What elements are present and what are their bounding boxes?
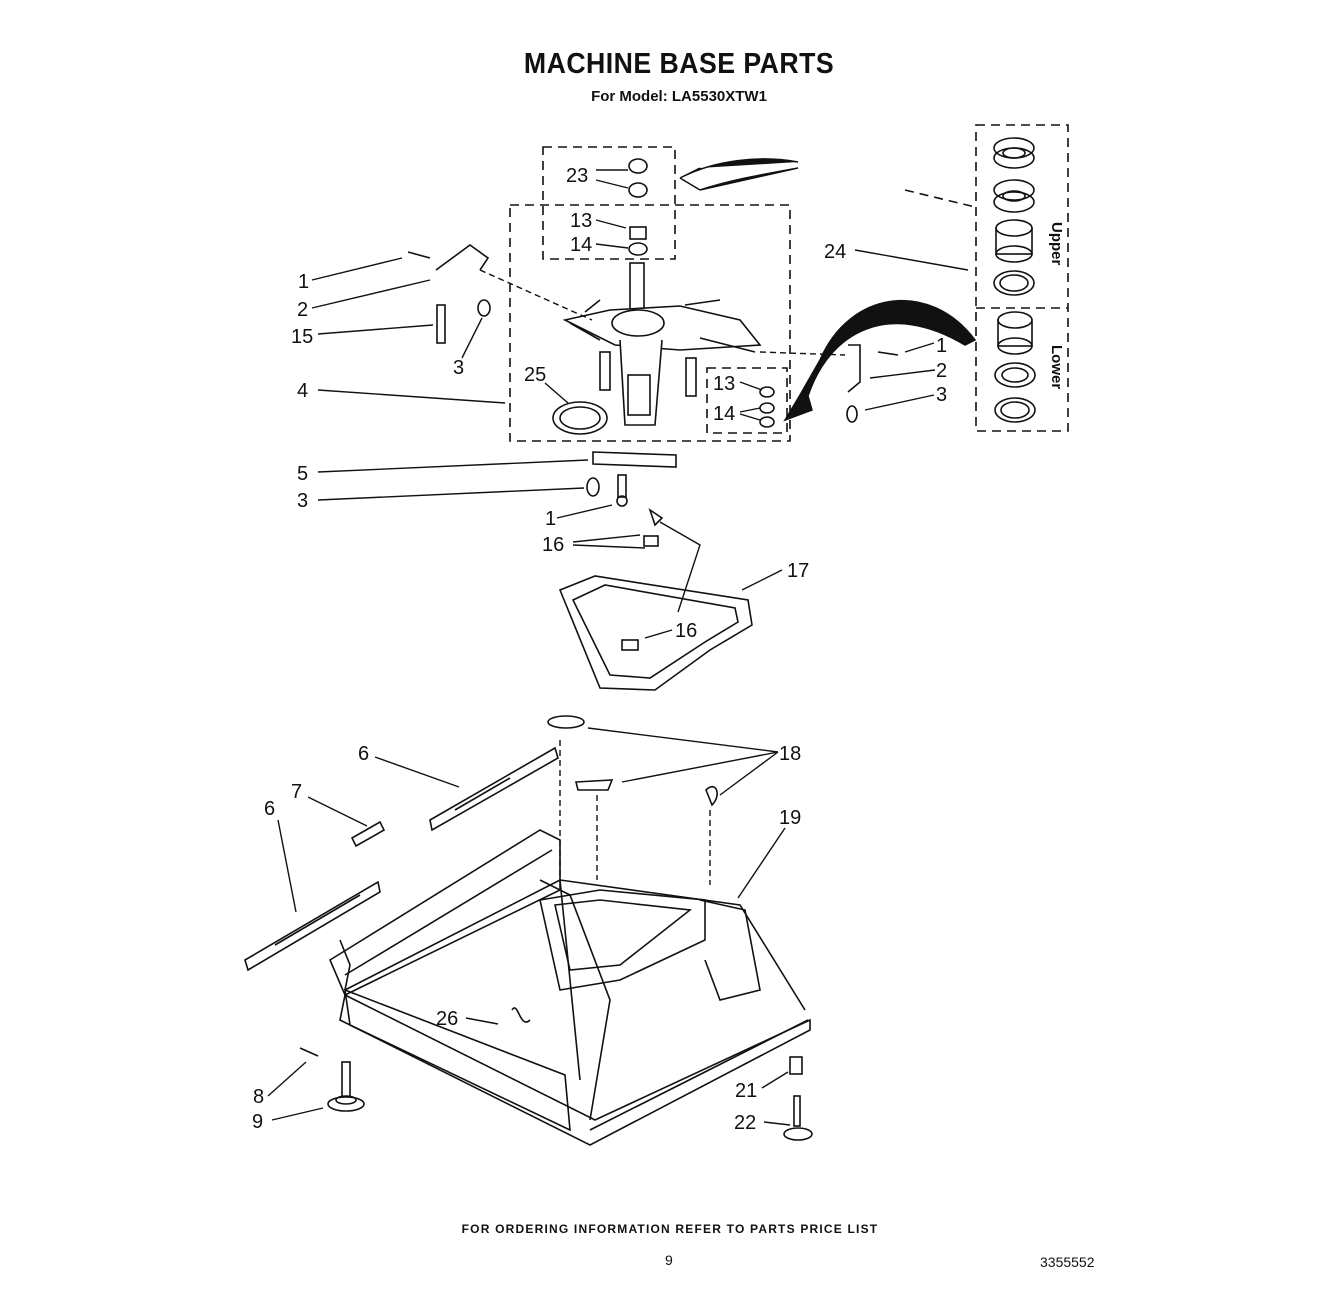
callout-1-right: 1 — [936, 335, 947, 357]
callout-16-lower: 16 — [675, 620, 697, 642]
callout-13-top: 13 — [570, 210, 592, 232]
callout-24: 24 — [824, 241, 846, 263]
upper-kit-arrow — [679, 158, 799, 191]
callout-6-upper: 6 — [358, 743, 369, 765]
callout-15: 15 — [291, 326, 313, 348]
base-rails — [244, 746, 559, 972]
callout-3-mid: 3 — [297, 490, 308, 512]
ordering-footer: FOR ORDERING INFORMATION REFER TO PARTS … — [461, 1222, 879, 1236]
upper-kit-label: Upper — [1048, 222, 1065, 266]
right-bracket-hardware — [759, 344, 899, 423]
callout-25: 25 — [524, 364, 546, 386]
strap-bracket — [586, 451, 677, 507]
upper-bearing-rings — [993, 137, 1035, 296]
callout-16-top: 16 — [542, 534, 564, 556]
callout-2-right: 2 — [936, 360, 947, 382]
callout-1-left: 1 — [298, 271, 309, 293]
callout-8: 8 — [253, 1086, 264, 1108]
left-bracket-hardware — [407, 244, 593, 344]
callout-9: 9 — [252, 1111, 263, 1133]
callout-22: 22 — [734, 1112, 756, 1134]
callout-7: 7 — [291, 781, 302, 803]
callout-13-lower: 13 — [713, 373, 735, 395]
bearing-kit-box-lower — [706, 367, 788, 434]
lower-kit-label: Lower — [1048, 345, 1065, 389]
callout-26: 26 — [436, 1008, 458, 1030]
transmission-assembly — [552, 158, 775, 435]
callout-2-left: 2 — [297, 299, 308, 321]
kit-leader — [904, 189, 976, 208]
callout-3-right: 3 — [936, 384, 947, 406]
page-number: 9 — [665, 1252, 673, 1268]
callout-17: 17 — [787, 560, 809, 582]
callout-23: 23 — [566, 165, 588, 187]
document-number: 3355552 — [1040, 1254, 1095, 1270]
callout-3-left: 3 — [453, 357, 464, 379]
transmission-box — [509, 204, 791, 442]
callout-1-mid: 1 — [545, 508, 556, 530]
callout-21: 21 — [735, 1080, 757, 1102]
callout-leaders — [267, 169, 969, 1126]
callout-6-lower: 6 — [264, 798, 275, 820]
callout-5: 5 — [297, 463, 308, 485]
model-subtitle: For Model: LA5530XTW1 — [591, 88, 767, 105]
callout-4: 4 — [297, 380, 308, 402]
machine-base-frame — [328, 740, 811, 1146]
lower-bearing-rings — [994, 311, 1036, 423]
callout-14-top: 14 — [570, 234, 592, 256]
bearing-kit-legend-box — [975, 124, 1069, 432]
page-title: MACHINE BASE PARTS — [523, 48, 835, 80]
callout-18: 18 — [779, 743, 801, 765]
small-base-parts — [299, 715, 813, 1141]
callout-14-lower: 14 — [713, 403, 735, 425]
pump-mounting-frame — [558, 508, 753, 691]
callout-19: 19 — [779, 807, 801, 829]
lower-kit-arrow — [783, 299, 977, 422]
callout-numbers: 23 13 14 24 1 2 15 3 4 25 13 14 1 2 3 5 … — [252, 165, 947, 1134]
bearing-kit-box-top — [542, 146, 676, 260]
